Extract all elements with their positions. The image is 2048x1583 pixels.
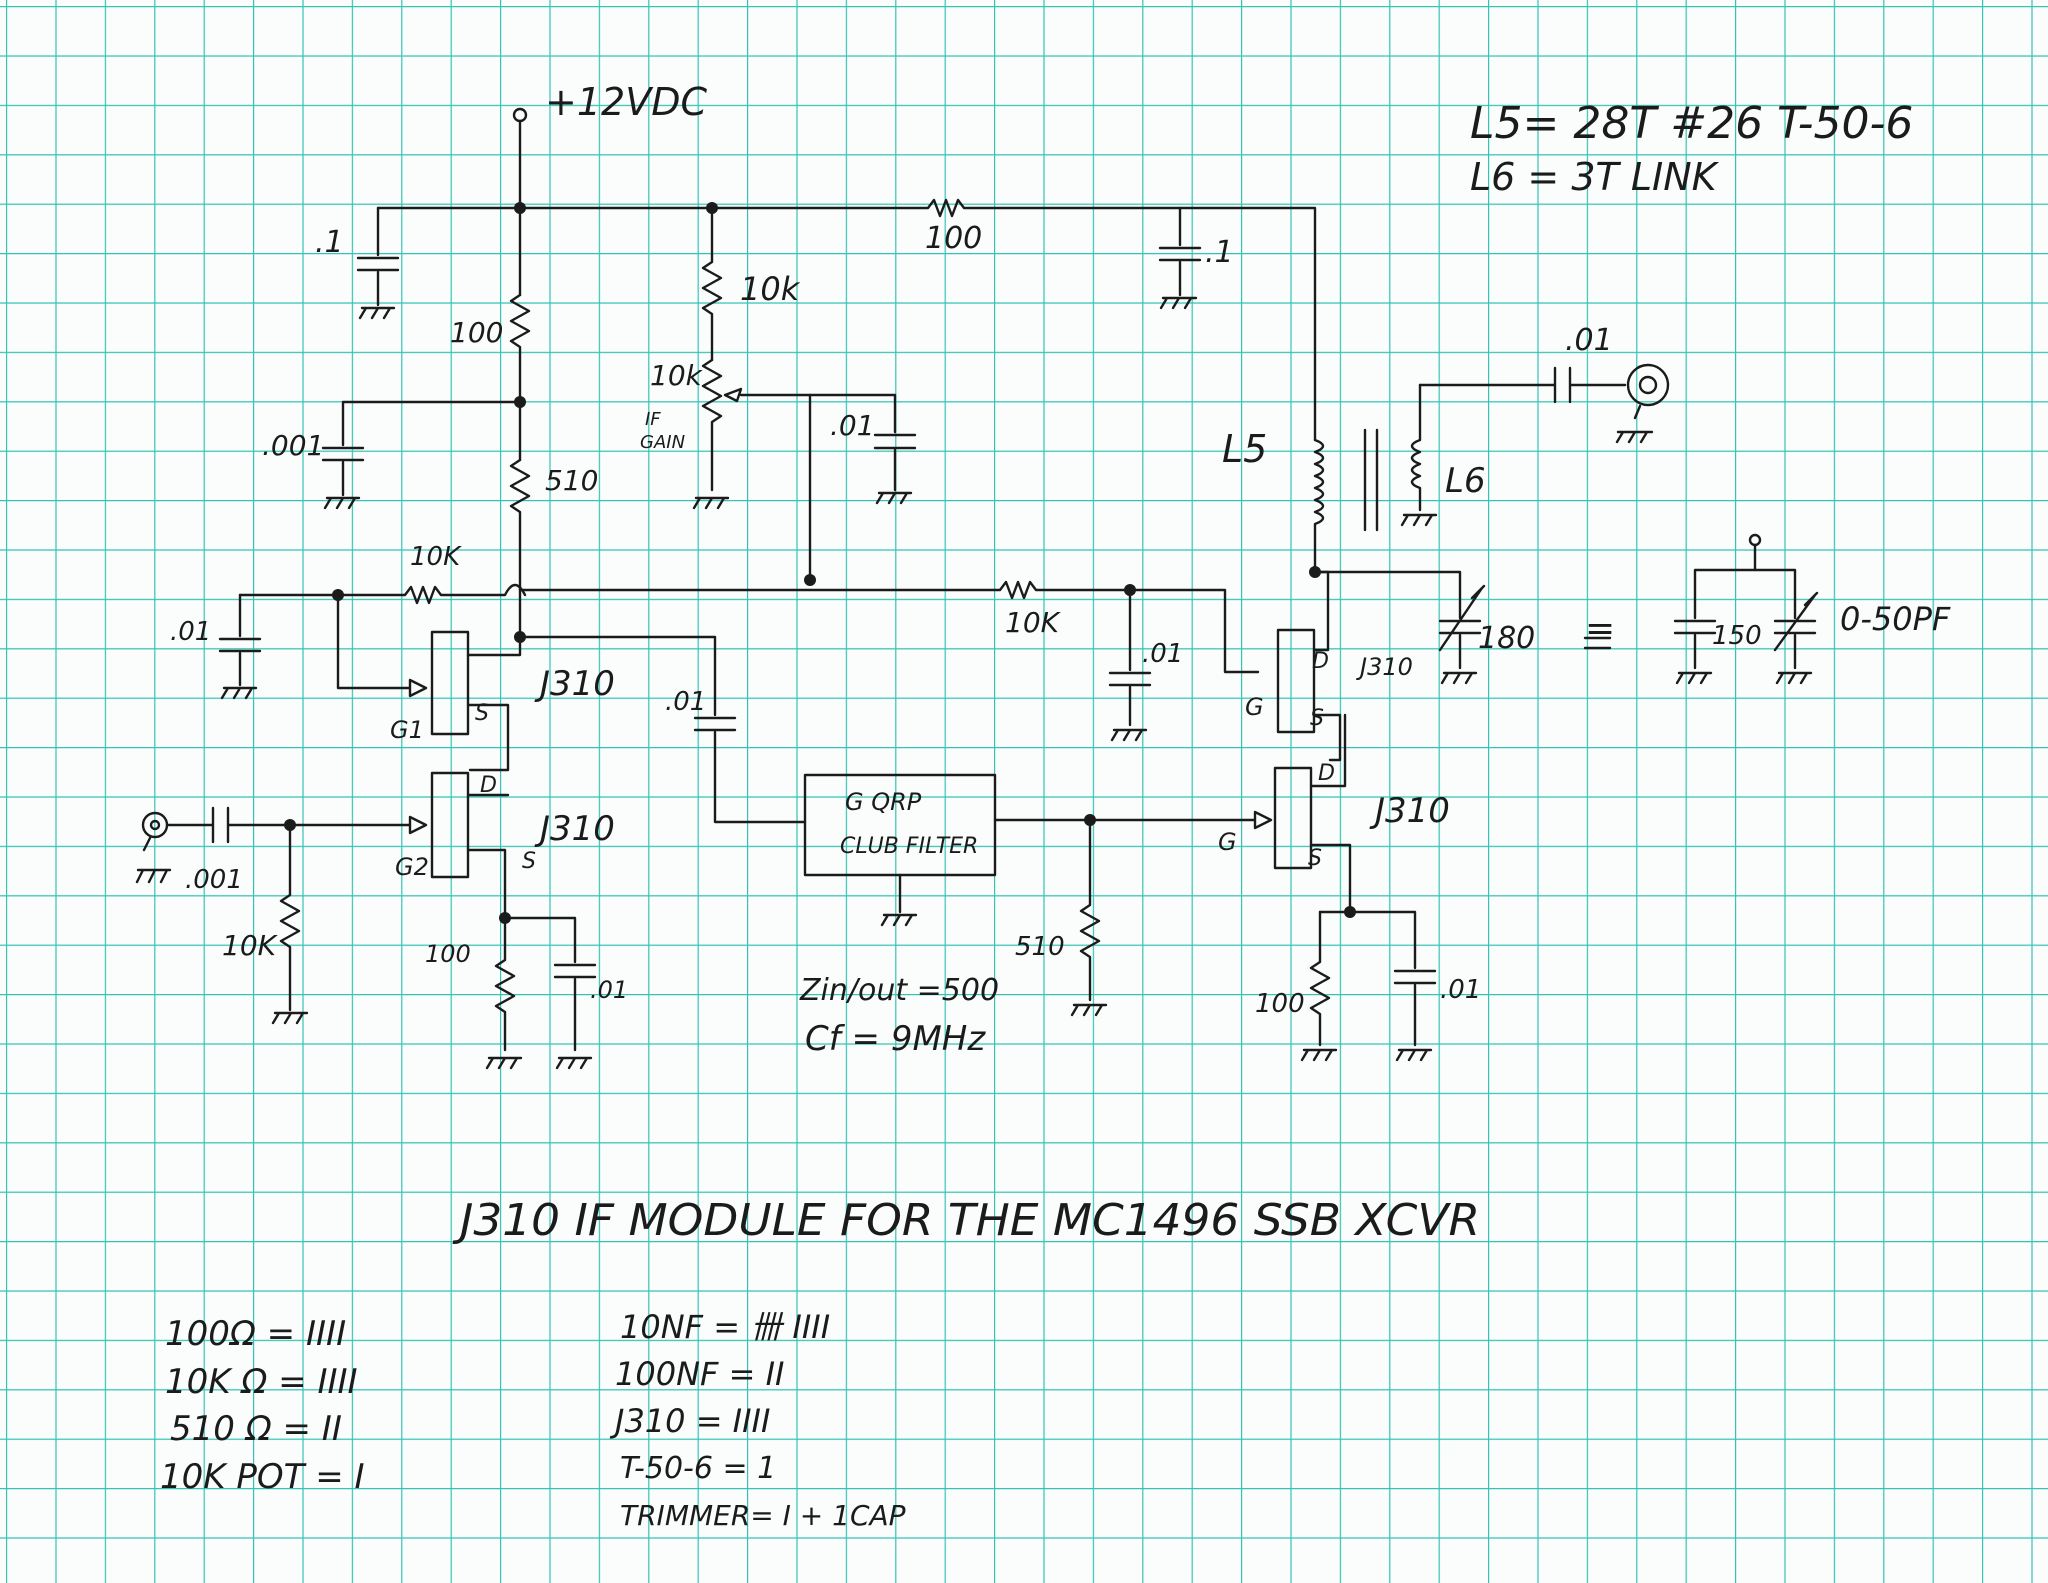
label-center-freq: Cf = 9MHz xyxy=(805,1019,986,1059)
page-title: J310 IF MODULE FOR THE MC1496 SSB XCVR xyxy=(452,1195,1480,1246)
label-trimmer-range: 0-50PF xyxy=(1840,600,1951,638)
label-pot-name-1: IF xyxy=(645,409,661,430)
label-q1-type: J310 xyxy=(534,664,615,704)
parts-list: 100Ω = IIII 10K Ω = IIII 510 Ω = II 10K … xyxy=(160,1308,906,1532)
note-l5: L5= 28T #26 T-50-6 xyxy=(1470,98,1913,149)
label-q2-gate: G2 xyxy=(395,853,429,881)
label-c-01-coupling: .01 xyxy=(665,687,706,717)
label-coil-l6: L6 xyxy=(1445,461,1486,501)
label-c-01-left: .01 xyxy=(170,617,211,647)
label-trimmer-value: 180 xyxy=(1478,621,1535,656)
junction-dots xyxy=(284,202,1356,924)
label-q4-gate: G xyxy=(1218,828,1237,856)
parts-right-1: 100NF = II xyxy=(615,1355,784,1393)
parts-left-1: 10K Ω = IIII xyxy=(165,1362,358,1402)
filter-label-line2: CLUB FILTER xyxy=(840,834,978,859)
label-q4-drain: D xyxy=(1318,761,1335,786)
parts-left-0: 100Ω = IIII xyxy=(165,1314,346,1354)
label-impedance: Zin/out =500 xyxy=(799,973,999,1008)
label-c-001-left: .001 xyxy=(262,429,324,462)
label-q1-gate: G1 xyxy=(390,716,424,744)
label-c-top-left: .1 xyxy=(315,225,344,260)
ground xyxy=(358,306,396,320)
label-pot-value: 10k xyxy=(650,359,704,392)
label-q3-gate: G xyxy=(1245,693,1264,721)
label-c-01-source: .01 xyxy=(590,976,628,1004)
label-q3-source: S xyxy=(1310,706,1324,731)
label-q3-type: J310 xyxy=(1356,653,1413,681)
label-c-01-q4: .01 xyxy=(1440,975,1481,1005)
label-coil-l5: L5 xyxy=(1222,427,1267,471)
label-c-001-input: .001 xyxy=(185,865,243,895)
parts-right-2: J310 = IIII xyxy=(609,1402,770,1440)
label-r-10k-feedback: 10K xyxy=(410,542,462,572)
filter-label-line1: G QRP xyxy=(845,788,922,816)
label-q1-source: S xyxy=(475,701,489,726)
label-r-10k-input: 10K xyxy=(222,929,279,962)
label-q4-source: S xyxy=(1308,846,1322,871)
circuit-drawing xyxy=(135,107,1819,1070)
supply-label: +12VDC xyxy=(545,80,707,124)
label-q2-type: J310 xyxy=(534,809,615,849)
labels: +12VDC L5= 28T #26 T-50-6 L6 = 3T LINK .… xyxy=(170,80,1951,1246)
parts-right-3: T-50-6 = 1 xyxy=(620,1451,776,1486)
label-pot-name-2: GAIN xyxy=(640,432,685,453)
label-c-top-right: .1 xyxy=(1205,235,1234,270)
label-r-510-filter: 510 xyxy=(1015,932,1065,962)
label-q2-drain: D xyxy=(480,773,497,798)
label-r-510: 510 xyxy=(545,464,598,497)
label-q3-drain: D xyxy=(1312,649,1329,674)
parts-right-0: 10NF = 卌 IIII xyxy=(620,1308,830,1346)
label-c-01-pot: .01 xyxy=(830,409,875,442)
label-r-10k-top: 10k xyxy=(740,270,801,308)
label-equiv-sign: = xyxy=(1585,608,1615,649)
label-r-10k-gate: 10K xyxy=(1005,606,1062,639)
label-c-01-output: .01 xyxy=(1565,323,1613,358)
label-c-150: 150 xyxy=(1712,621,1762,651)
label-q2-source: S xyxy=(522,849,536,874)
label-c-01-gate: .01 xyxy=(1142,639,1183,669)
label-r-top-series: 100 xyxy=(925,221,982,256)
parts-left-2: 510 Ω = II xyxy=(170,1409,342,1449)
note-l6: L6 = 3T LINK xyxy=(1470,155,1720,199)
label-r-100-q4: 100 xyxy=(1255,989,1305,1019)
label-q4-type: J310 xyxy=(1369,791,1450,831)
parts-left-3: 10K POT = I xyxy=(160,1457,365,1497)
label-r-100-source: 100 xyxy=(425,940,471,968)
label-r-100: 100 xyxy=(450,316,503,349)
parts-right-4: TRIMMER= I + 1CAP xyxy=(620,1499,906,1532)
